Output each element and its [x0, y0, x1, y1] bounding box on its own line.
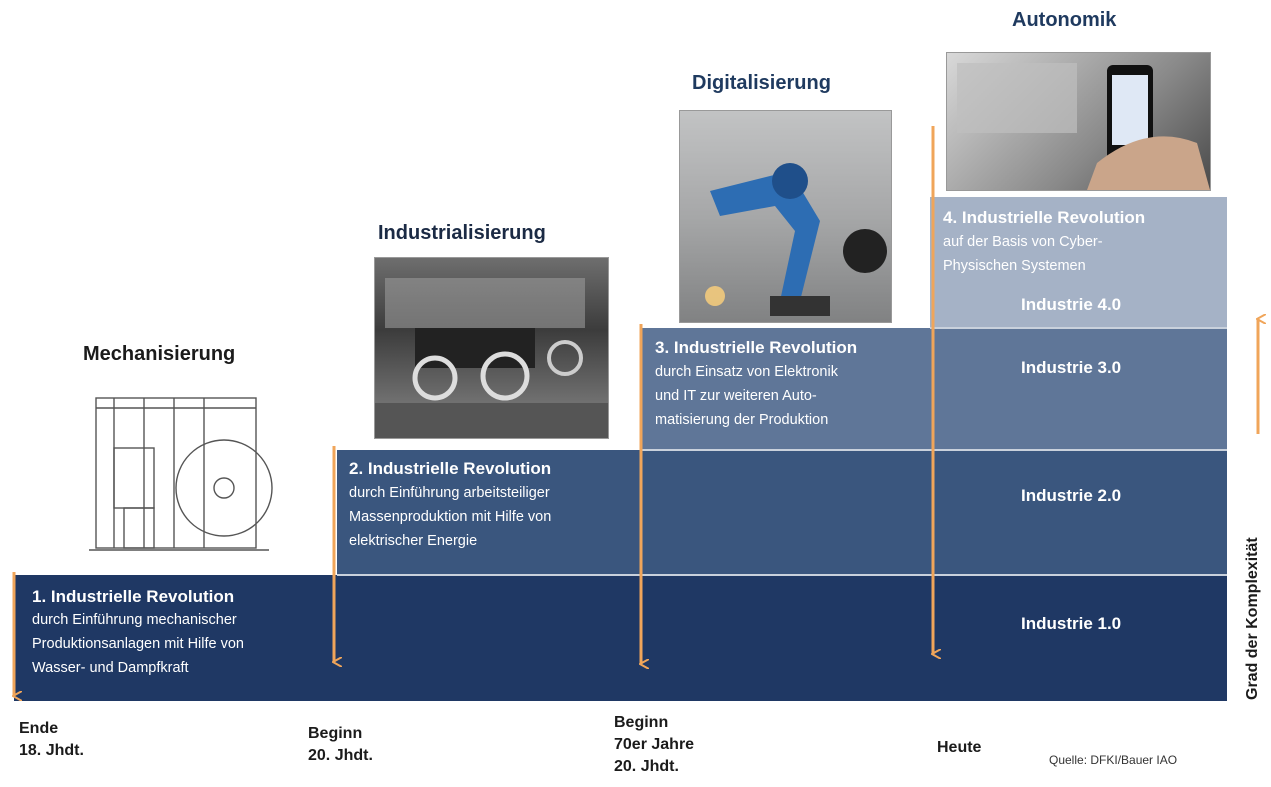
- smartphone-photo: [946, 52, 1211, 191]
- revolution-3-line-3: matisierung der Produktion: [655, 412, 829, 428]
- time-label-3-line-2: 70er Jahre: [614, 736, 695, 753]
- revolution-2-title: 2. Industrielle Revolution: [349, 459, 552, 478]
- band-separator: [930, 327, 1227, 329]
- phase-mechanisierung: Mechanisierung: [83, 343, 236, 365]
- time-label-2: Beginn 20. Jhdt.: [308, 723, 373, 767]
- revolution-3-line-2: und IT zur weiteren Auto-: [655, 388, 817, 404]
- steam-engine-illustration: [84, 378, 274, 558]
- band-industrie-4: [930, 197, 1227, 328]
- time-label-3-line-1: Beginn: [614, 714, 669, 731]
- time-label-1: Ende 18. Jhdt.: [19, 718, 84, 762]
- y-axis-label: Grad der Komplexität: [1244, 537, 1261, 700]
- band-separator: [337, 574, 1227, 576]
- phase-industrialisierung: Industrialisierung: [378, 222, 546, 244]
- revolution-1-line-2: Produktionsanlagen mit Hilfe von: [32, 636, 244, 652]
- time-label-2-line-1: Beginn: [308, 725, 363, 742]
- band-industrie-1: [14, 575, 1227, 701]
- revolution-3-line-1: durch Einsatz von Elektronik: [655, 364, 838, 380]
- phase-digitalisierung: Digitalisierung: [692, 72, 831, 94]
- source-note: Quelle: DFKI/Bauer IAO: [1049, 753, 1178, 767]
- revolution-2-line-3: elektrischer Energie: [349, 533, 478, 549]
- band-industrie-2: [337, 450, 1227, 575]
- industrie-2-label: Industrie 2.0: [1021, 486, 1122, 505]
- revolution-4-line-2: Physischen Systemen: [943, 258, 1086, 274]
- time-label-4: Heute: [937, 737, 981, 759]
- revolution-2-line-2: Massenproduktion mit Hilfe von: [349, 509, 552, 525]
- revolution-1-line-3: Wasser- und Dampfkraft: [32, 660, 189, 676]
- assembly-line-photo: [374, 257, 609, 439]
- time-label-4-line-1: Heute: [937, 739, 982, 756]
- time-label-3: Beginn 70er Jahre 20. Jhdt.: [614, 712, 694, 778]
- revolution-1-title: 1. Industrielle Revolution: [32, 587, 235, 606]
- revolution-1-line-1: durch Einführung mechanischer: [32, 612, 237, 628]
- industrie-3-label: Industrie 3.0: [1021, 358, 1122, 377]
- revolution-3-title: 3. Industrielle Revolution: [655, 338, 858, 357]
- industrie-1-label: Industrie 1.0: [1021, 614, 1122, 633]
- time-label-2-line-2: 20. Jhdt.: [308, 747, 373, 764]
- phase-autonomik: Autonomik: [1012, 9, 1117, 31]
- time-label-3-line-3: 20. Jhdt.: [614, 758, 679, 775]
- time-label-1-line-2: 18. Jhdt.: [19, 742, 84, 759]
- revolution-4-line-1: auf der Basis von Cyber-: [943, 234, 1103, 250]
- revolution-4-title: 4. Industrielle Revolution: [943, 208, 1146, 227]
- revolution-2-line-1: durch Einführung arbeitsteiliger: [349, 485, 550, 501]
- industrie-4-label: Industrie 4.0: [1021, 295, 1122, 314]
- industrial-robot-photo: [679, 110, 892, 323]
- time-label-1-line-1: Ende: [19, 720, 59, 737]
